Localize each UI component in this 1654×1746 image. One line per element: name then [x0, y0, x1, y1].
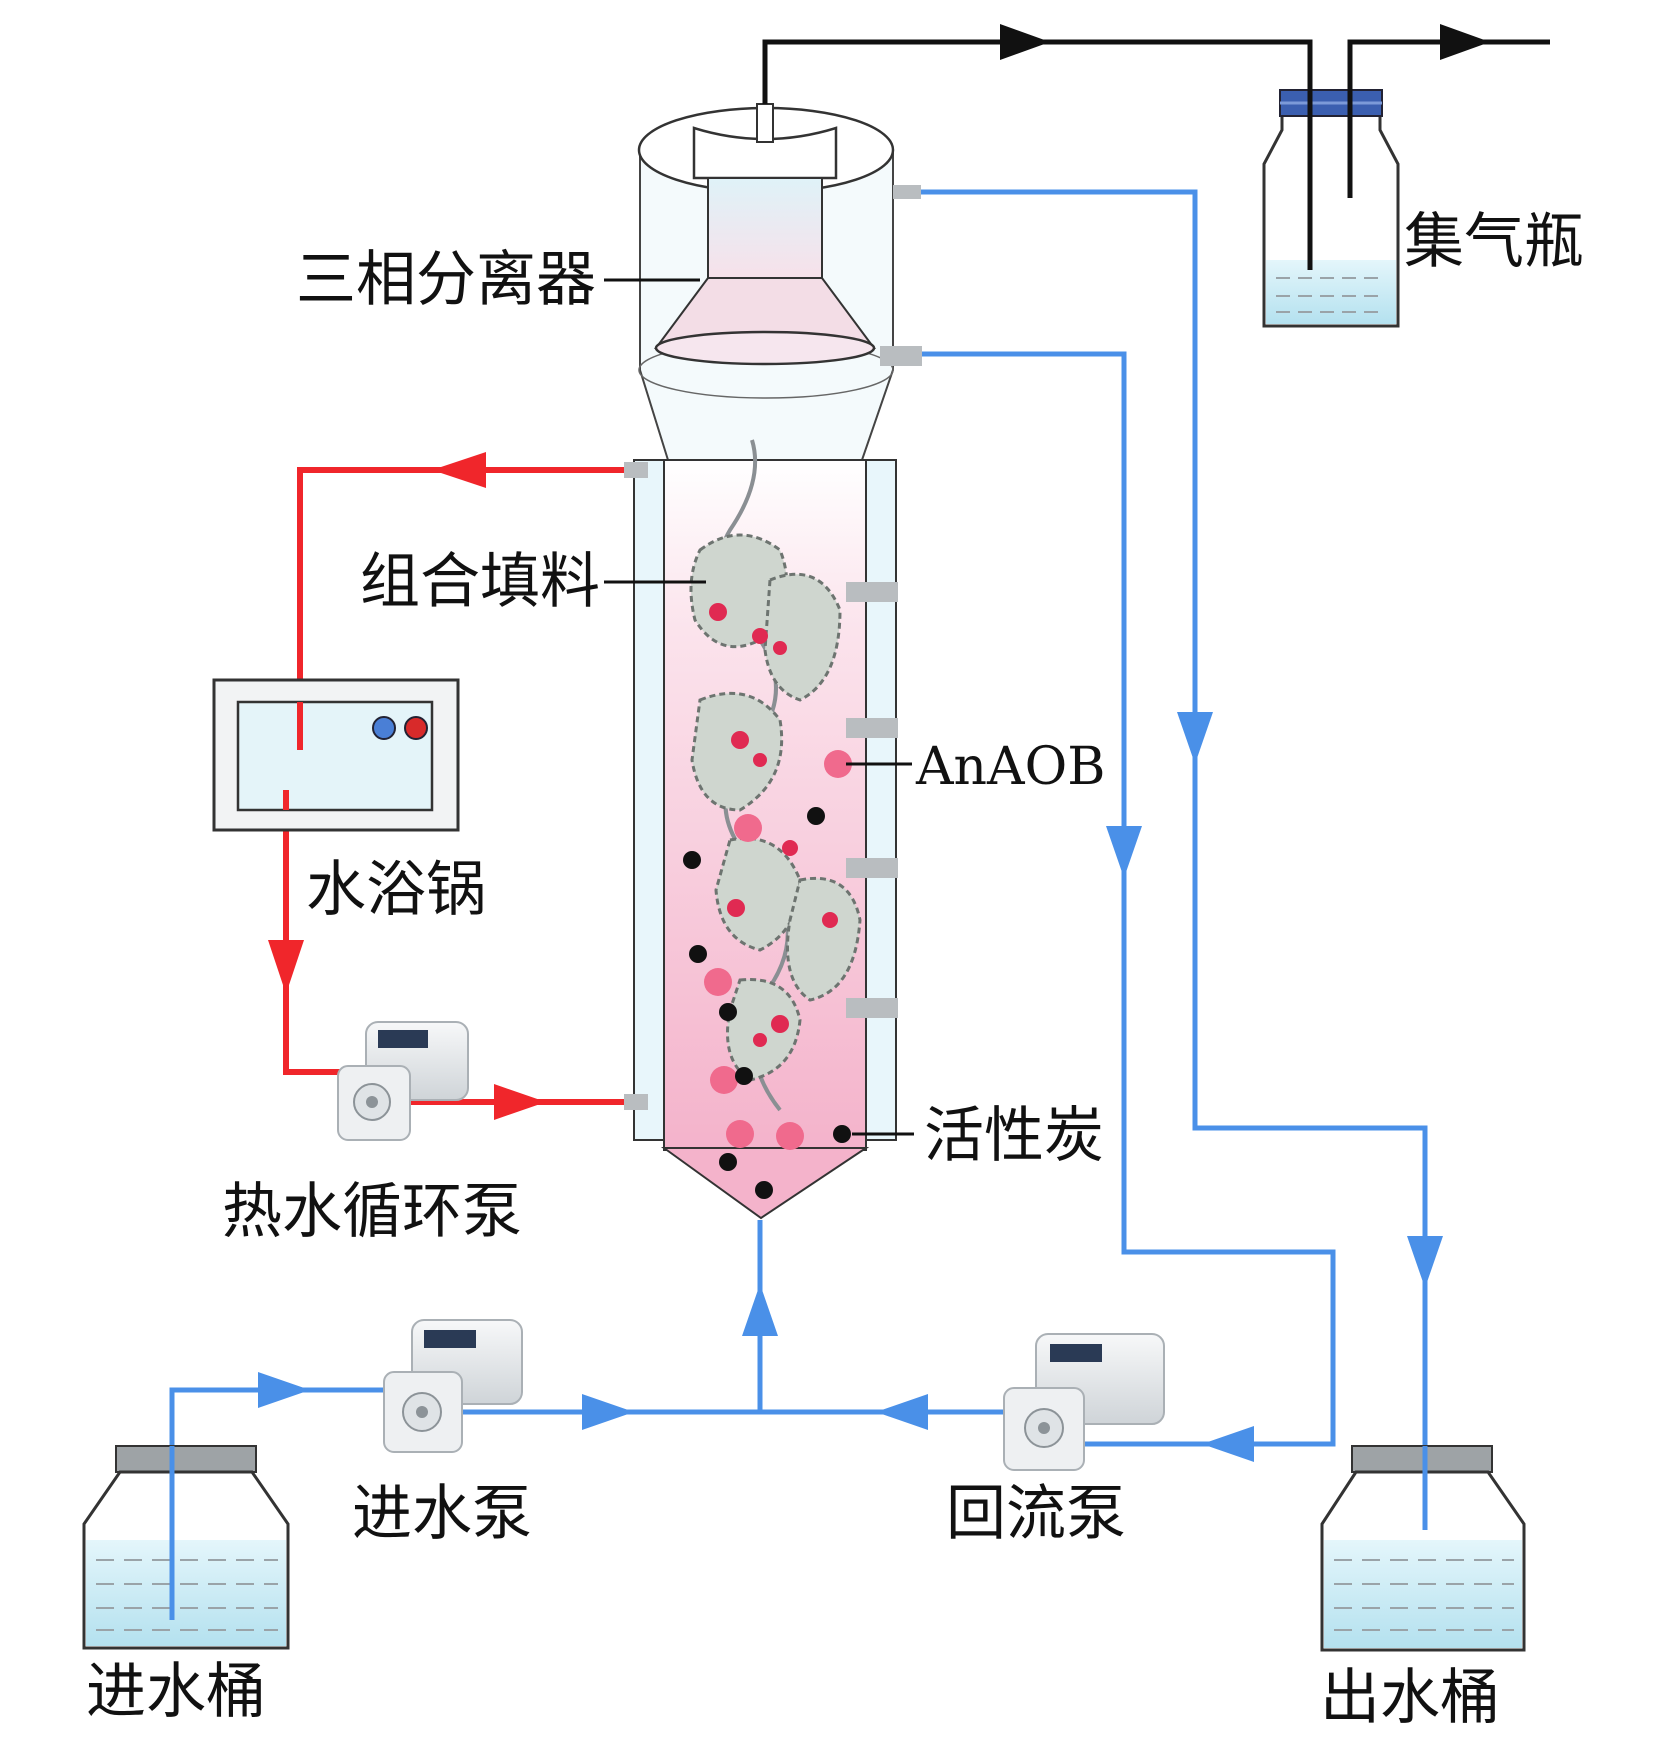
inlet-pump: [383, 1319, 523, 1453]
hot-loop-arrow: [432, 452, 486, 488]
outlet-bucket: [1320, 1445, 1526, 1652]
three-phase-separator: [654, 103, 876, 366]
label-anaob: AnAOB: [915, 737, 1105, 797]
reactor-jacket-left: [633, 459, 665, 1141]
leader-lines: [604, 278, 914, 1136]
activated-carbon-particles: [683, 807, 851, 1199]
label-inlet-pump: 进水泵: [352, 1479, 532, 1549]
gas-arrow: [1000, 24, 1050, 60]
hot-loop-arrow: [494, 1084, 546, 1120]
reflux-pump: [1003, 1333, 1165, 1471]
packing-cluster: [689, 533, 862, 1082]
label-water-bath: 水浴锅: [306, 855, 486, 925]
separator-cap: [692, 126, 838, 180]
water-bath-knob-blue: [372, 716, 396, 740]
label-hot-water-circulation-pump: 热水循环泵: [222, 1177, 522, 1247]
reactor-jacket-right: [865, 459, 897, 1141]
inlet-bucket: [82, 1445, 290, 1650]
hot-water-circulation-pump: [337, 1021, 469, 1141]
water-arrows: [258, 712, 1443, 1462]
gas-collection-bottle: [1262, 42, 1400, 328]
label-activated-carbon: 活性炭: [924, 1101, 1104, 1171]
label-outlet-bucket: 出水桶: [1320, 1663, 1500, 1733]
sampling-port: [846, 582, 898, 602]
anaob-particles: [704, 750, 852, 1150]
label-three-phase-separator: 三相分离器: [296, 245, 596, 315]
outlet-port-upper: [893, 185, 921, 199]
sampling-port: [846, 718, 898, 738]
label-gas-collection-bottle: 集气瓶: [1404, 207, 1584, 277]
gas-outlet-tube: [756, 103, 774, 143]
label-reflux-pump: 回流泵: [946, 1479, 1126, 1549]
water-bath-knob-red: [404, 716, 428, 740]
outlet-port-lower: [880, 346, 922, 366]
label-composite-packing: 组合填料: [360, 547, 600, 617]
gas-arrow: [1440, 24, 1490, 60]
water-bath: [212, 678, 460, 832]
sampling-port: [846, 998, 898, 1018]
jacket-port-bottom: [624, 1094, 648, 1110]
recycle-line: [922, 351, 1336, 1447]
label-inlet-bucket: 进水桶: [86, 1657, 266, 1727]
effluent-line: [921, 189, 1428, 1526]
separator-neck: [707, 177, 823, 279]
jacket-port-top: [624, 462, 648, 478]
sampling-port: [846, 858, 898, 878]
hot-loop-arrow: [268, 940, 304, 994]
packing-media: [689, 439, 862, 1112]
packing-biofilm-dots: [709, 603, 838, 1047]
